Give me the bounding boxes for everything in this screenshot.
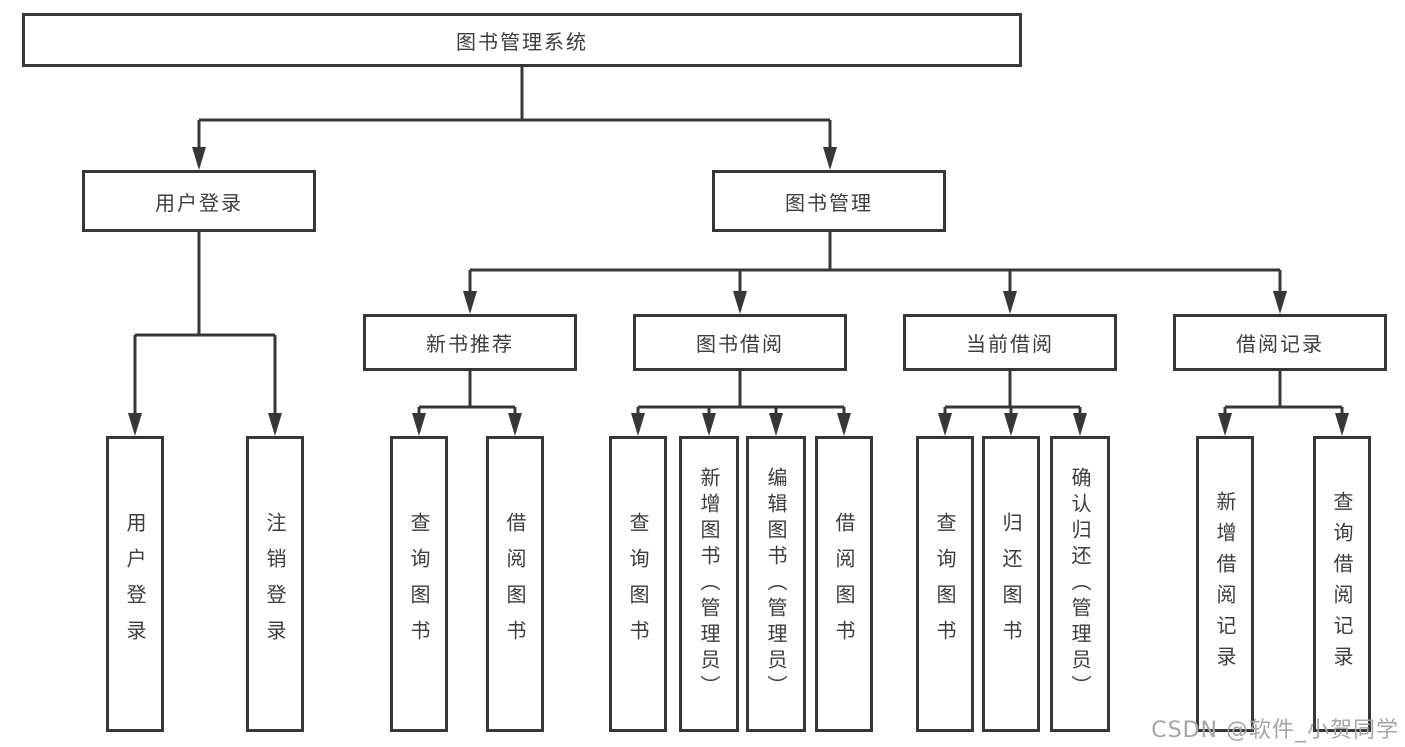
node-book-management: 图书管理 [712,170,946,232]
node-borrow-records: 借阅记录 [1173,314,1387,371]
leaf-user-login: 用户登录 [106,436,164,732]
csdn-watermark: CSDN @软件_小贺同学 [1151,718,1399,743]
leaf-add-borrow-record: 新增借阅记录 [1196,436,1254,732]
leaf-borrow-books-borrowing: 借阅图书 [815,436,873,732]
leaf-borrow-books-recommend-label: 借阅图书 [503,512,527,656]
leaf-query-books-current: 查询图书 [916,436,974,732]
leaf-edit-book-admin-label: 编辑图书（管理员） [764,467,788,701]
node-book-management-label: 图书管理 [785,190,873,215]
leaf-return-books: 归还图书 [982,436,1040,732]
arrowhead-icons [128,147,1349,436]
leaf-borrow-books-recommend: 借阅图书 [486,436,544,732]
leaf-confirm-return-admin-label: 确认归还（管理员） [1068,467,1092,701]
leaf-add-book-admin-label: 新增图书（管理员） [697,467,721,701]
leaf-query-books-borrowing: 查询图书 [609,436,667,732]
root-node-label: 图书管理系统 [456,29,588,54]
leaf-query-borrow-record: 查询借阅记录 [1313,436,1371,732]
node-new-book-recommend: 新书推荐 [363,314,577,371]
node-current-borrowing: 当前借阅 [903,314,1117,371]
leaf-query-books-recommend-label: 查询图书 [407,512,431,656]
node-book-borrowing-label: 图书借阅 [696,332,784,356]
leaf-confirm-return-admin: 确认归还（管理员） [1050,436,1110,732]
leaf-add-borrow-record-label: 新增借阅记录 [1213,491,1237,677]
leaf-add-book-admin: 新增图书（管理员） [679,436,739,732]
leaf-edit-book-admin: 编辑图书（管理员） [746,436,806,732]
node-new-book-recommend-label: 新书推荐 [426,332,514,356]
node-current-borrowing-label: 当前借阅 [966,332,1054,356]
node-user-login: 用户登录 [82,170,316,232]
leaf-logout-label: 注销登录 [263,512,287,656]
node-borrow-records-label: 借阅记录 [1236,332,1324,356]
leaf-borrow-books-borrowing-label: 借阅图书 [832,512,856,656]
leaf-query-borrow-record-label: 查询借阅记录 [1330,491,1354,677]
leaf-query-books-recommend: 查询图书 [390,436,448,732]
leaf-user-login-label: 用户登录 [123,512,147,656]
leaf-query-books-borrowing-label: 查询图书 [626,512,650,656]
leaf-return-books-label: 归还图书 [999,512,1023,656]
root-node-library-system: 图书管理系统 [22,13,1022,67]
node-user-login-label: 用户登录 [155,190,243,215]
node-book-borrowing: 图书借阅 [633,314,847,371]
leaf-logout: 注销登录 [246,436,304,732]
leaf-query-books-current-label: 查询图书 [933,512,957,656]
